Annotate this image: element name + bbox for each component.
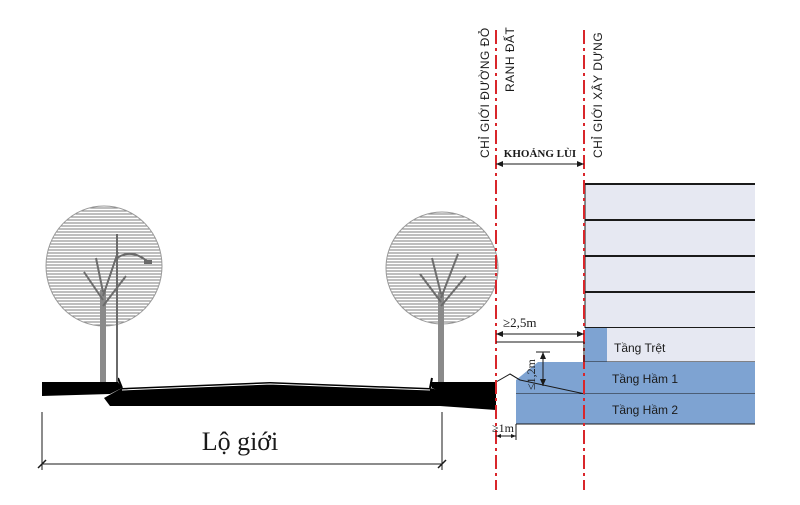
left-sidewalk: [42, 382, 122, 396]
road-boundary-label: CHỈ GIỚI ĐƯỜNG ĐỎ: [478, 27, 492, 158]
setback-dimension: KHOẢNG LÙI: [496, 148, 584, 167]
setback-label: KHOẢNG LÙI: [504, 148, 576, 160]
left-tree-icon: [45, 205, 163, 382]
basement-2-label: Tầng Hầm 2: [612, 403, 678, 417]
right-tree-icon: [385, 211, 499, 382]
basement-2: Tầng Hầm 2: [516, 394, 755, 425]
setback-min-label: ≥2,5m: [503, 315, 537, 330]
building-line-label: CHỈ GIỚI XÂY DỰNG: [591, 31, 605, 158]
basement-offset-dimension: ≥1m: [492, 421, 517, 440]
land-boundary-label: RANH ĐẤT: [503, 26, 517, 92]
street-lamp-icon: [116, 234, 152, 382]
road-crown: [121, 383, 431, 391]
right-sidewalk: [430, 382, 496, 394]
road-width-dimension: Lộ giới: [37, 412, 447, 470]
ground-floor: Tầng Trệt: [585, 328, 755, 363]
basement-1: Tầng Hầm 1: [516, 362, 755, 395]
road-section: [42, 377, 496, 410]
setback-min-dimension: ≥2,5m: [496, 315, 585, 362]
basement-1-label: Tầng Hầm 1: [612, 372, 678, 386]
right-curb: [429, 377, 433, 389]
left-curb: [117, 377, 123, 389]
road-width-label: Lộ giới: [202, 427, 279, 456]
basement-offset-label: ≥1m: [492, 421, 515, 435]
ramp-edge: [509, 373, 521, 381]
building-upper-floors: [584, 183, 755, 329]
ground-floor-label: Tầng Trệt: [614, 341, 666, 355]
height-max-label: ≤1,2m: [524, 358, 538, 390]
height-max-dimension: ≤1,2m: [524, 351, 550, 390]
